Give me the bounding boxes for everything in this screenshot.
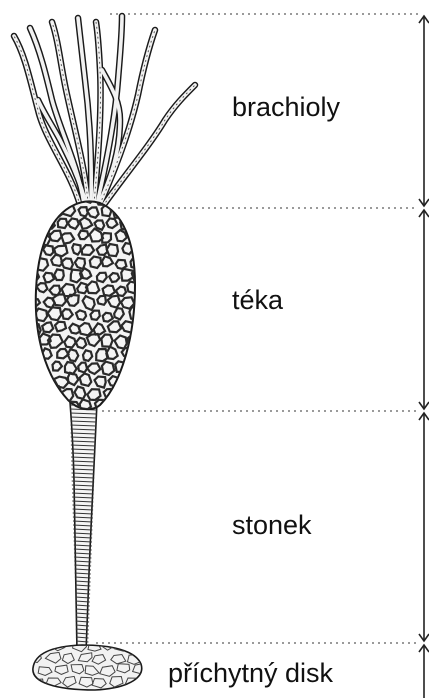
bracket-disk <box>419 645 429 698</box>
label-teka: téka <box>232 287 283 314</box>
bracket-teka <box>419 210 429 409</box>
label-stonek: stonek <box>232 512 312 539</box>
bracket-brachioly <box>419 16 429 206</box>
bracket-stonek <box>419 413 429 641</box>
brachioles <box>14 16 195 206</box>
dimension-brackets <box>419 16 429 698</box>
theca <box>22 191 147 414</box>
label-prichytny-disk: příchytný disk <box>168 660 333 687</box>
label-brachioly: brachioly <box>232 94 340 121</box>
stem <box>70 402 97 652</box>
holdfast-disc <box>27 640 150 690</box>
